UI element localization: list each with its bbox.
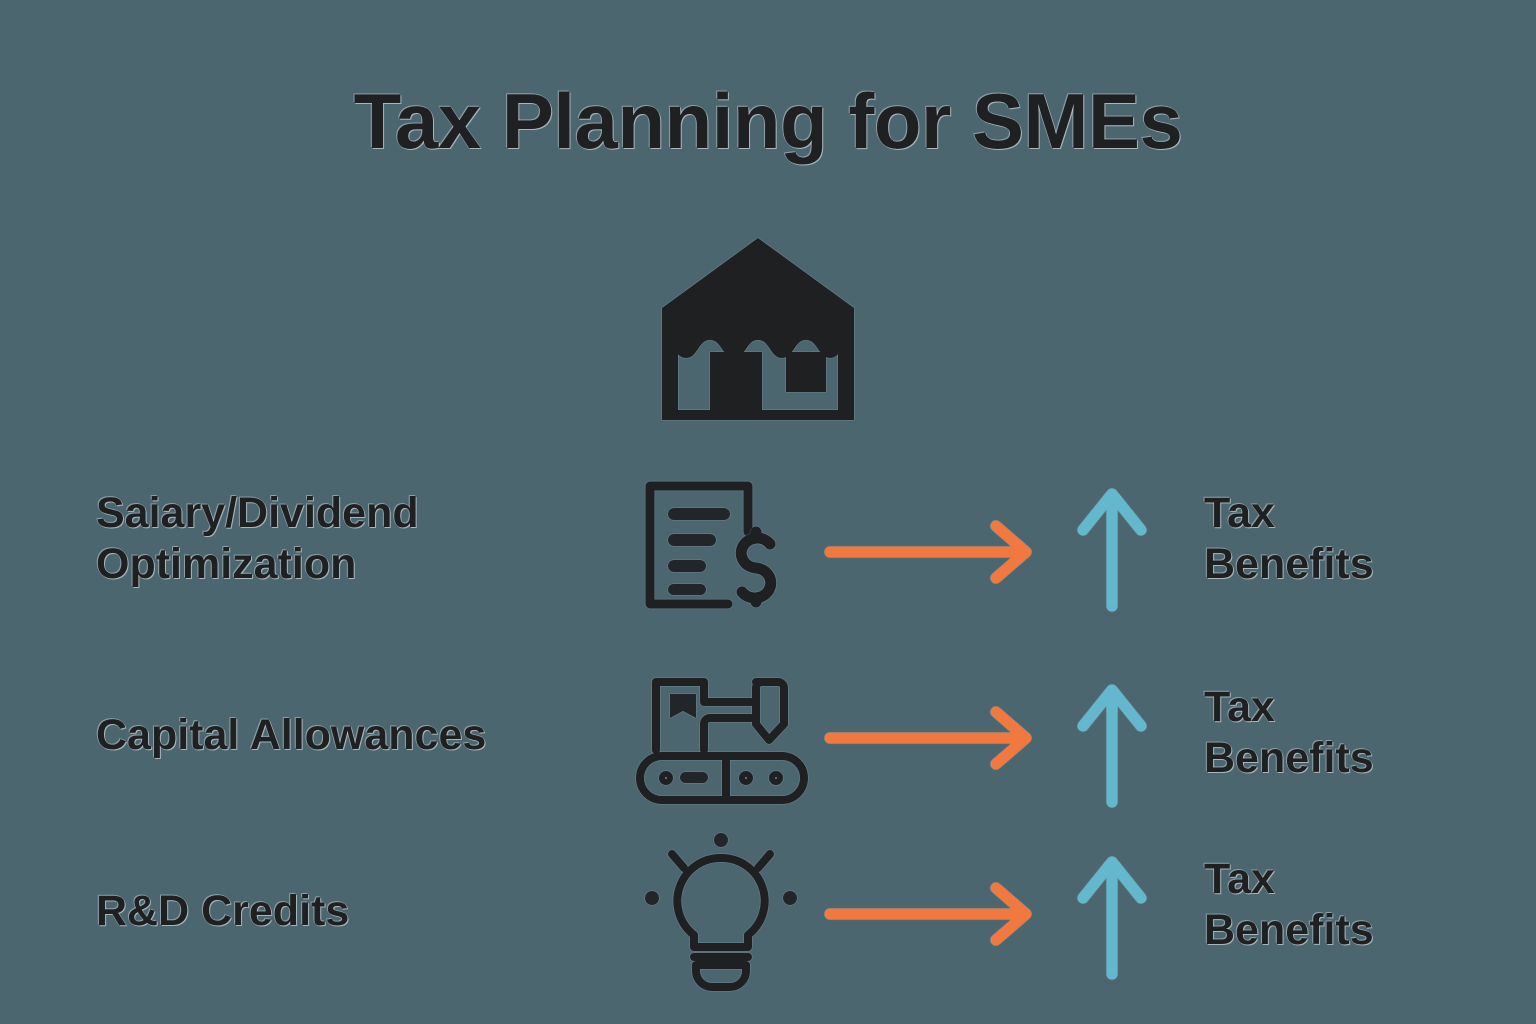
right-arrow-icon (824, 520, 1044, 584)
up-arrow-icon (1076, 854, 1148, 980)
storefront-icon (654, 234, 862, 424)
right-arrow-icon (824, 706, 1044, 770)
lightbulb-idea-icon (636, 832, 826, 992)
up-arrow-icon (1076, 486, 1148, 612)
flow-row: Saiary/Dividend Optimization (0, 462, 1536, 632)
up-arrow-icon (1076, 682, 1148, 808)
flow-row: R&D Credits (0, 832, 1536, 1002)
row-benefit-label: Tax Benefits (1204, 683, 1374, 782)
right-arrow-icon (824, 882, 1044, 946)
row-benefit-label: Tax Benefits (1204, 855, 1374, 954)
excavator-machine-icon (636, 668, 826, 828)
row-benefit-label: Tax Benefits (1204, 489, 1374, 588)
invoice-dollar-icon (636, 470, 826, 630)
flow-row: Capital Allowances (0, 658, 1536, 828)
row-label-salary-dividend-optimization: Saiary/Dividend Optimization (96, 489, 419, 588)
page-title: Tax Planning for SMEs (353, 77, 1183, 165)
row-label-capital-allowances: Capital Allowances (96, 711, 487, 759)
row-label-rd-credits: R&D Credits (96, 887, 350, 935)
